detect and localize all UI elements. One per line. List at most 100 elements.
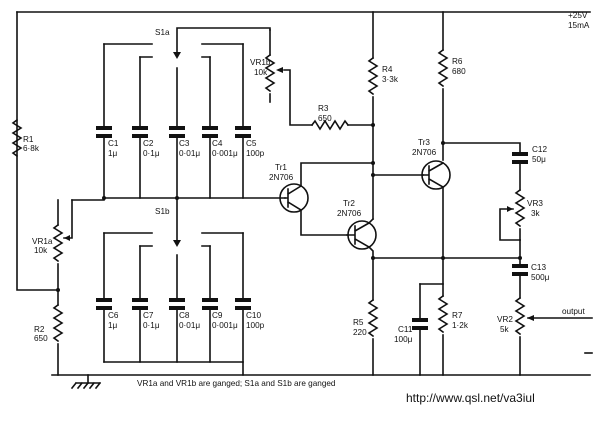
tr3-label: Tr3 [418, 138, 430, 147]
r2-label: R2 [34, 325, 45, 334]
svg-text:0·01μ: 0·01μ [179, 321, 200, 330]
vr2-resistor [514, 296, 526, 336]
tr3-transistor [421, 160, 451, 190]
r1-label: R1 [23, 135, 34, 144]
vr3-label: VR3 [527, 199, 543, 208]
tr2-label: Tr2 [343, 199, 355, 208]
svg-text:0·001μ: 0·001μ [212, 321, 238, 330]
r2-resistor [52, 303, 64, 343]
tr3-collector-line [442, 142, 521, 155]
r6-label: R6 [452, 57, 463, 66]
tr1-emitter-lead [300, 209, 348, 236]
vr1b-wiper-lead [283, 69, 313, 126]
svg-text:C3: C3 [179, 139, 190, 148]
r1-value: 6·8k [23, 144, 40, 153]
svg-text:0·1μ: 0·1μ [143, 149, 160, 158]
svg-text:C6: C6 [108, 311, 119, 320]
svg-text:C5: C5 [246, 139, 257, 148]
tr1-transistor [279, 183, 309, 213]
svg-text:1μ: 1μ [108, 321, 118, 330]
tr2-body [346, 221, 371, 249]
junction-dots [56, 123, 522, 292]
vr1b-value: 10k [254, 68, 268, 77]
svg-text:C8: C8 [179, 311, 190, 320]
tr1-label: Tr1 [275, 163, 287, 172]
upper-capacitors [96, 43, 251, 199]
r4-label: R4 [382, 65, 393, 74]
lower-capacitors [96, 232, 251, 363]
s1b-arrow [173, 240, 181, 247]
vr2-label: VR2 [497, 315, 513, 324]
s1b-contacts [103, 232, 244, 247]
r6-resistor [437, 48, 449, 88]
vr1b-resistor [264, 53, 276, 93]
s1a-arrow [173, 52, 181, 59]
left-rail [16, 11, 59, 291]
r2-value: 650 [34, 334, 48, 343]
svg-text:100p: 100p [246, 321, 265, 330]
r5-label: R5 [353, 318, 364, 327]
vr1a-label: VR1a [32, 237, 53, 246]
supply-voltage: +25V [568, 11, 588, 20]
r7-resistor [437, 294, 449, 334]
vr2-value: 5k [500, 325, 510, 334]
vr3-wiper-arrow [507, 206, 513, 212]
s1b-label: S1b [155, 207, 170, 216]
r7-label: R7 [452, 311, 463, 320]
tr1-collector-lead [300, 162, 374, 187]
vr1a-resistor [52, 223, 64, 263]
r4-value: 3·3k [382, 75, 399, 84]
ganged-note: VR1a and VR1b are ganged; S1a and S1b ar… [137, 379, 336, 388]
r7-value: 1·2k [452, 321, 469, 330]
tr1-type: 2N706 [269, 173, 294, 182]
vr3-wiper-lead [499, 208, 521, 241]
svg-text:0·01μ: 0·01μ [179, 149, 200, 158]
ground-symbol [70, 381, 102, 390]
vr1b-wiper-arrow [276, 67, 283, 73]
vr1a-wiper-lead [63, 199, 73, 239]
r1-resistor [11, 118, 23, 158]
r3-value: 650 [318, 114, 332, 123]
vr2-wiper-arrow [527, 315, 534, 321]
c13-value: 500μ [531, 273, 550, 282]
tr3-body [422, 161, 445, 189]
svg-text:C4: C4 [212, 139, 223, 148]
r6-value: 680 [452, 67, 466, 76]
c13-label: C13 [531, 263, 546, 272]
tr2-type: 2N706 [337, 209, 362, 218]
source-url: http://www.qsl.net/va3iul [406, 391, 535, 405]
vr1a-value: 10k [34, 246, 48, 255]
svg-text:C1: C1 [108, 139, 119, 148]
vr3-resistor [514, 188, 526, 228]
svg-text:C7: C7 [143, 311, 154, 320]
c12-label: C12 [532, 145, 547, 154]
r3-label: R3 [318, 104, 329, 113]
lower-bank-bus [103, 361, 244, 376]
r5-resistor [367, 298, 379, 338]
svg-text:100p: 100p [246, 149, 265, 158]
r3-resistor [310, 119, 350, 131]
svg-text:C2: C2 [143, 139, 154, 148]
vr1a-wiper-arrow [64, 235, 70, 241]
tr2-emitter-lead [367, 245, 374, 259]
svg-text:0·1μ: 0·1μ [143, 321, 160, 330]
vr1b-label: VR1b [250, 58, 271, 67]
svg-text:1μ: 1μ [108, 149, 118, 158]
c12-value: 50μ [532, 155, 546, 164]
svg-text:C9: C9 [212, 311, 223, 320]
c11-label: C11 [398, 325, 413, 334]
c11-value: 100μ [394, 335, 413, 344]
s1a-pole [176, 27, 271, 56]
tr1-body [284, 184, 303, 212]
svg-text:0·001μ: 0·001μ [212, 149, 238, 158]
r5-value: 220 [353, 328, 367, 337]
tr3-type: 2N706 [412, 148, 437, 157]
r4-resistor [367, 56, 379, 96]
output-label: output [562, 307, 585, 316]
s1a-contacts [103, 43, 244, 58]
svg-text:C10: C10 [246, 311, 261, 320]
